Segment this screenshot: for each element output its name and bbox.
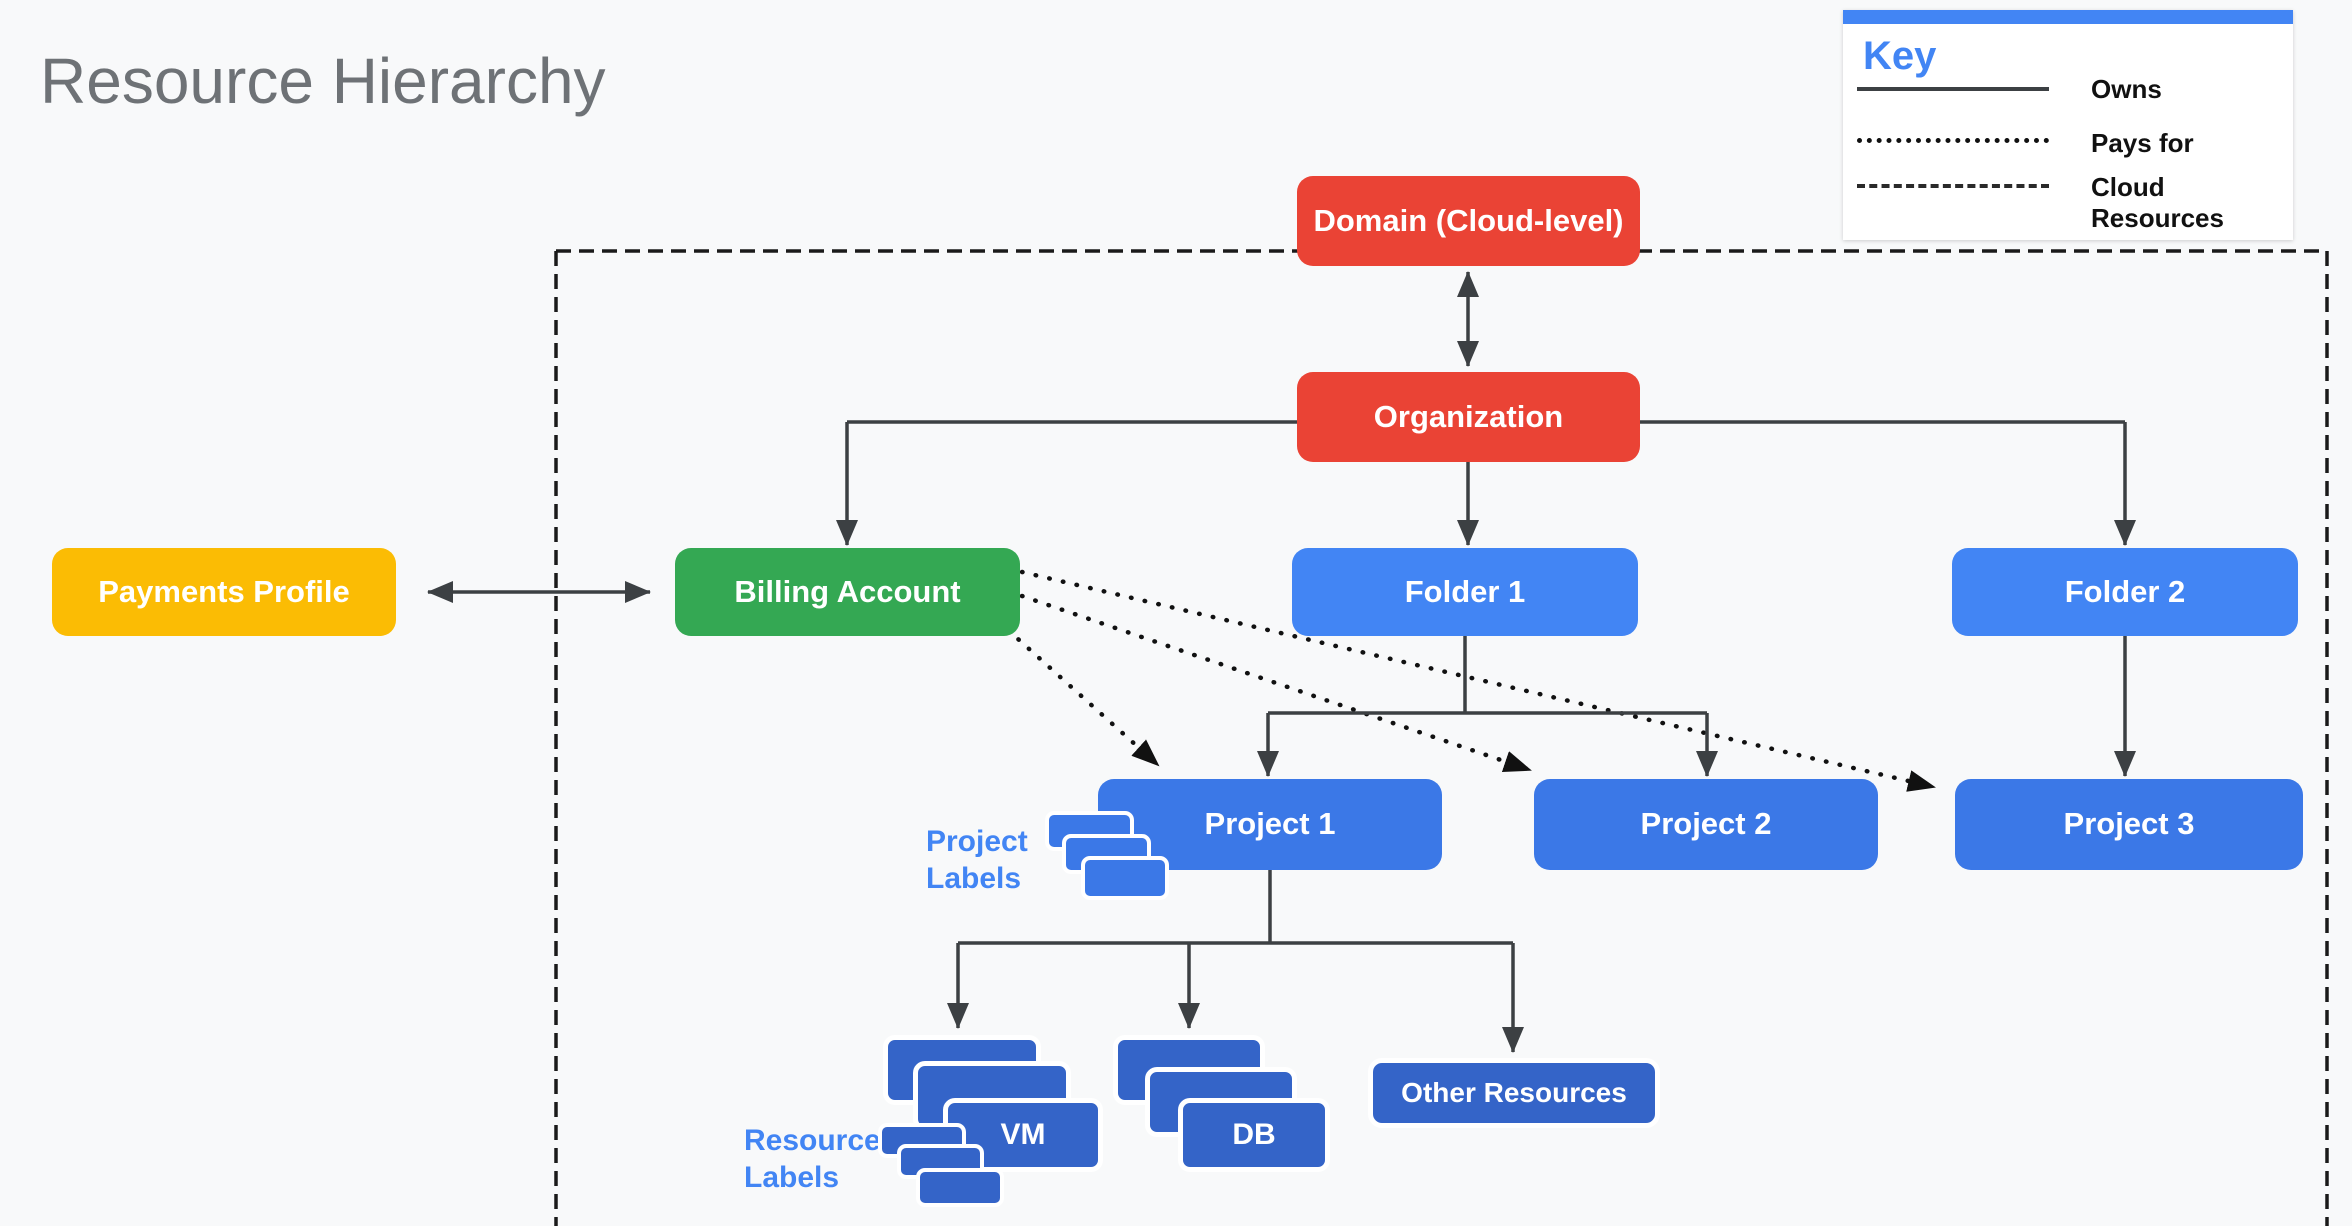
legend-title: Key	[1863, 34, 1937, 78]
node-domain: Domain (Cloud-level)	[1297, 176, 1640, 266]
node-folder-2: Folder 2	[1952, 548, 2298, 636]
node-payments-profile-label: Payments Profile	[98, 573, 350, 609]
node-organization: Organization	[1297, 372, 1640, 462]
legend-header-bar	[1843, 10, 2293, 24]
node-other-resources: Other Resources	[1368, 1058, 1660, 1128]
node-folder-1: Folder 1	[1292, 548, 1638, 636]
node-project-3-label: Project 3	[2063, 806, 2195, 842]
pays-for-line-billing-project1	[1005, 627, 1161, 768]
node-project-2: Project 2	[1534, 779, 1878, 870]
project-labels-line2: Labels	[926, 862, 1022, 895]
pays-for-line-sample	[1857, 138, 2049, 143]
node-folder-2-label: Folder 2	[2064, 573, 2186, 609]
owns-line-sample	[1857, 87, 2049, 91]
node-domain-label: Domain (Cloud-level)	[1313, 202, 1624, 238]
legend-label-cloud-resources: Cloud Resources	[2091, 172, 2224, 233]
node-billing-account-label: Billing Account	[734, 573, 961, 609]
pays-for-line-billing-project3	[1019, 569, 1937, 792]
node-organization-label: Organization	[1373, 398, 1564, 434]
node-payments-profile: Payments Profile	[52, 548, 396, 636]
resource-labels-line1: Resource	[744, 1124, 881, 1157]
project-label-chip-3	[1081, 856, 1169, 900]
resource-labels-annotation: Resource Labels	[744, 1122, 881, 1196]
node-billing-account: Billing Account	[675, 548, 1020, 636]
project-labels-line1: Project	[926, 825, 1028, 858]
node-folder-1-label: Folder 1	[1404, 573, 1526, 609]
legend-label-owns: Owns	[2091, 74, 2162, 104]
node-project-1-label: Project 1	[1204, 806, 1336, 842]
node-project-3: Project 3	[1955, 779, 2303, 870]
vm-label: VM	[1000, 1118, 1046, 1151]
project-labels-annotation: Project Labels	[926, 823, 1028, 897]
node-project-2-label: Project 2	[1640, 806, 1772, 842]
resource-labels-line2: Labels	[744, 1161, 840, 1194]
db-stack-chip-front: DB	[1178, 1098, 1330, 1172]
cloud-resources-line-sample	[1857, 184, 2049, 188]
db-label: DB	[1232, 1118, 1276, 1151]
resource-label-chip-3	[916, 1168, 1004, 1207]
page-title: Resource Hierarchy	[40, 45, 606, 117]
node-other-resources-label: Other Resources	[1401, 1077, 1627, 1108]
legend-label-pays-for: Pays for	[2091, 128, 2194, 158]
legend-panel: Key Owns Pays for Cloud Resources	[1843, 10, 2293, 240]
pays-for-line-billing-project2	[1019, 593, 1533, 773]
node-project-1: Project 1	[1098, 779, 1442, 870]
